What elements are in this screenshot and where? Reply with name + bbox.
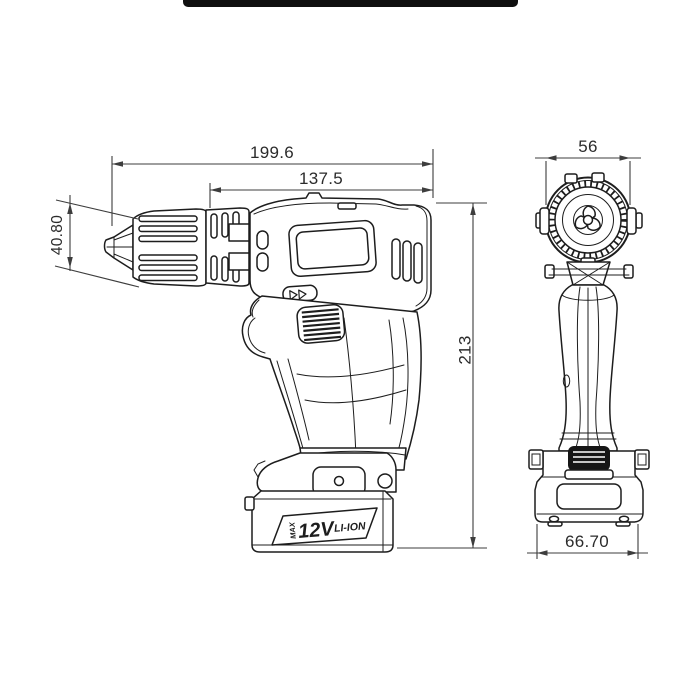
knurl-ring	[548, 180, 628, 260]
battery-label-band	[271, 507, 378, 546]
battery-pack: MAX 12V LI-ION	[244, 447, 407, 553]
rear-vent	[413, 242, 423, 284]
clutch-ring	[205, 207, 250, 287]
chuck-nose	[103, 224, 134, 271]
dimensions-side: 199.6 137.5 40.80 213	[49, 143, 487, 549]
front-view: 56 66.70	[527, 137, 650, 559]
grip-vents	[296, 303, 346, 344]
gear-neck-front	[544, 261, 634, 286]
forward-reverse-arrows-icon	[298, 289, 307, 300]
top-bar	[183, 0, 518, 7]
forward-reverse-arrows-icon	[289, 290, 298, 301]
battery-latch	[568, 446, 610, 471]
chuck-sleeve	[132, 208, 207, 287]
handle	[241, 295, 422, 460]
front-vent	[256, 230, 269, 250]
chuck-jaws	[574, 205, 601, 231]
label-window	[288, 219, 377, 278]
handle-front	[558, 284, 618, 452]
chuck-front	[535, 172, 643, 268]
dimensions-front: 56 66.70	[527, 137, 648, 559]
dimension-head-width: 56	[578, 137, 598, 156]
dimension-nose-height: 40.80	[49, 215, 66, 255]
rear-vent	[391, 238, 401, 280]
battery-max-label: MAX	[287, 521, 298, 539]
front-vent	[256, 252, 269, 272]
dimension-body-length: 137.5	[299, 169, 343, 188]
battery-chemistry-label: LI-ION	[334, 520, 367, 535]
battery-release-button	[333, 475, 345, 487]
dimension-overall-length: 199.6	[250, 143, 294, 162]
dimension-overall-height: 213	[455, 335, 474, 364]
dimension-battery-width: 66.70	[565, 532, 609, 551]
motor-housing	[249, 192, 432, 319]
battery-side-knob	[377, 473, 393, 489]
trigger	[247, 317, 266, 354]
battery-front	[528, 446, 650, 527]
rear-vent	[402, 240, 412, 282]
side-view: MAX 12V LI-ION 199.6 137.5	[49, 143, 487, 553]
battery-label-plate	[556, 483, 622, 510]
battery-voltage-label: 12V	[297, 518, 336, 543]
